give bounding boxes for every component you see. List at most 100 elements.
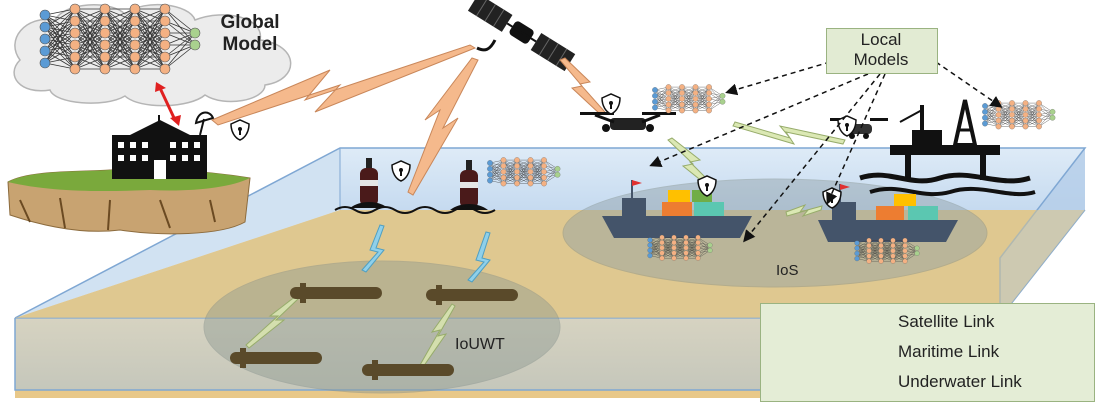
nn-node	[1022, 123, 1029, 130]
nn-node	[527, 157, 534, 163]
legend: Satellite Link Maritime Link Underwater …	[760, 303, 1095, 402]
lock-icon	[601, 93, 621, 115]
legend-item-satellite: Satellite Link	[761, 309, 1094, 337]
nn-node	[692, 95, 699, 102]
nn-node	[69, 27, 81, 39]
nn-node	[902, 243, 908, 249]
nn-node	[1036, 111, 1042, 118]
nn-node	[866, 237, 872, 243]
dish-antenna-icon	[194, 111, 215, 136]
global-neural-network	[39, 3, 201, 75]
nn-node	[854, 245, 860, 251]
nn-node	[854, 240, 860, 246]
satellite-link-buoy	[407, 57, 479, 196]
maritime-link-uwt-2	[419, 303, 456, 368]
drone-icon	[580, 112, 676, 132]
nn-node	[652, 93, 658, 99]
nn-node	[1049, 114, 1056, 121]
nn-node	[159, 15, 171, 27]
buoy-icon	[350, 158, 388, 208]
nn-node	[665, 101, 672, 108]
nn-node	[707, 247, 713, 253]
nn-node	[514, 157, 520, 163]
nn-node	[890, 258, 896, 264]
nn-node	[679, 107, 685, 114]
nn-node	[679, 90, 685, 96]
nn-node	[487, 160, 493, 166]
nn-node	[683, 234, 689, 240]
nn-node	[159, 39, 171, 51]
nn-node	[878, 248, 884, 254]
nn-node	[665, 90, 672, 96]
nn-node	[39, 21, 51, 33]
nn-node	[99, 15, 111, 27]
nn-node	[527, 180, 534, 187]
nn-node	[647, 247, 653, 253]
nn-node	[1036, 123, 1042, 130]
nn-node	[683, 255, 689, 261]
nn-node	[866, 253, 872, 259]
legend-label: Maritime Link	[898, 342, 1000, 361]
nn-node	[890, 253, 896, 259]
nn-node	[527, 168, 534, 175]
nn-node	[39, 57, 51, 69]
nn-node	[652, 87, 658, 93]
nn-node	[665, 107, 672, 114]
iouwt-label: IoUWT	[455, 336, 505, 353]
nn-node	[890, 248, 896, 254]
container-ship-icon	[602, 180, 752, 238]
nn-node	[1022, 111, 1029, 118]
underwater-vehicle-icon	[426, 285, 518, 305]
alert-arrow	[158, 87, 177, 121]
nn-node	[129, 51, 141, 63]
local-neural-network	[982, 100, 1056, 130]
nn-node	[129, 15, 141, 27]
nn-node	[878, 253, 884, 259]
nn-node	[652, 98, 658, 105]
nn-node	[1022, 100, 1029, 106]
satellite-icon	[467, 0, 576, 72]
nn-node	[679, 101, 685, 108]
nn-node	[541, 168, 547, 175]
underwater-vehicle-icon	[230, 348, 322, 368]
nn-node	[995, 123, 1002, 130]
maritime-link-ships	[785, 203, 823, 218]
nn-node	[527, 174, 534, 181]
nn-node	[914, 250, 920, 256]
nn-node	[679, 84, 685, 90]
nn-node	[99, 3, 111, 15]
local-neural-network	[647, 234, 713, 261]
nn-node	[647, 237, 653, 243]
nn-node	[1009, 117, 1015, 124]
legend-item-maritime: Maritime Link	[761, 339, 1094, 367]
nn-node	[890, 237, 896, 243]
nn-node	[1009, 111, 1015, 118]
nn-node	[671, 234, 677, 240]
nn-node	[39, 33, 51, 45]
lock-icon	[837, 115, 857, 137]
nn-node	[902, 253, 908, 259]
nn-node	[683, 245, 689, 251]
nn-node	[652, 104, 658, 111]
local-models-label: Local Models	[853, 30, 909, 69]
nn-node	[554, 171, 561, 178]
local-neural-network	[854, 237, 920, 264]
nn-node	[129, 3, 141, 15]
nn-node	[129, 27, 141, 39]
nn-node	[69, 39, 81, 51]
nn-node	[706, 107, 712, 114]
nn-node	[500, 174, 507, 181]
nn-node	[129, 39, 141, 51]
nn-node	[706, 84, 712, 90]
nn-node	[1036, 100, 1042, 106]
nn-node	[159, 27, 171, 39]
nn-node	[159, 63, 171, 75]
local-models-box	[826, 28, 938, 74]
nn-node	[995, 106, 1002, 112]
nn-node	[671, 240, 677, 246]
nn-node	[1009, 106, 1015, 112]
nn-node	[982, 114, 988, 121]
legend-label: Underwater Link	[898, 372, 1022, 391]
nn-node	[707, 242, 713, 248]
nn-node	[695, 250, 701, 256]
